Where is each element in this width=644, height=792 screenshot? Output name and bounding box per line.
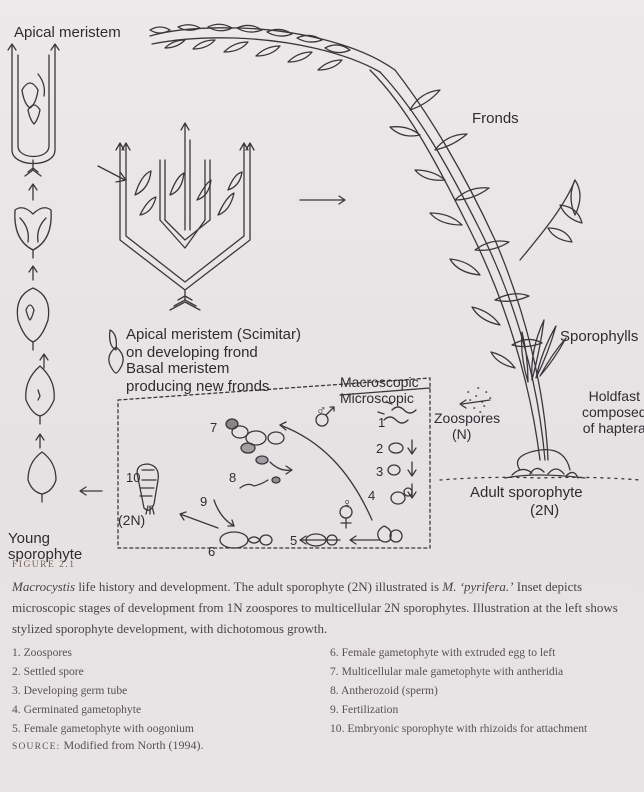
stage-number-10: 10 [126,470,140,485]
embryo-ploidy-label: (2N) [118,512,145,528]
figure-caption: FIGURE 2.1 Macrocystis life history and … [12,560,638,753]
caption-species: M. ‘pyrifera.’ [442,579,513,594]
legend-item-8: 8. Antherozoid (sperm) [330,681,638,700]
caption-text-1: life history and development. The adult … [75,579,442,594]
macroscopic-label: Macroscopic [340,374,419,390]
stage-number-4: 4 [368,488,375,503]
stage-number-7: 7 [210,420,217,435]
basal-legend-line2: producing new fronds [126,378,269,395]
legend-item-9: 9. Fertilization [330,700,638,719]
holdfast-label: Holdfast composed of haptera [582,388,644,436]
stage-number-1: 1 [378,415,385,430]
young-sporophyte-label-line1: Young [8,530,50,547]
legend-item-5: 5. Female gametophyte with oogonium [12,719,330,738]
basal-legend-line1: Basal meristem [126,360,229,377]
male-symbol: ♂ [316,402,327,418]
stage-number-5: 5 [290,533,297,548]
caption-legend: 1. Zoospores 6. Female gametophyte with … [12,643,638,738]
apical-meristem-label: Apical meristem [14,24,121,41]
scimitar-legend-line2: on developing frond [126,344,258,361]
legend-item-7: 7. Multicellular male gametophyte with a… [330,662,638,681]
legend-item-3: 3. Developing germ tube [12,681,330,700]
legend-item-10: 10. Embryonic sporophyte with rhizoids f… [330,719,638,738]
source-line: SOURCE: Modified from North (1994). [12,738,638,753]
zoospores-label: Zoospores [434,410,500,426]
sporophylls-label: Sporophylls [560,328,638,345]
adult-sporophyte-label: Adult sporophyte [470,484,583,501]
microscopic-label: Microscopic [340,390,414,406]
legend-item-1: 1. Zoospores [12,643,330,662]
stage-number-6: 6 [208,544,215,559]
zoospores-ploidy-label: (N) [452,426,471,442]
branched-sporophyte-drawing [98,123,345,310]
figure-number: FIGURE 2.1 [12,560,638,570]
sporophyte-development-column [8,44,102,502]
basal-meristem-icon [109,347,123,373]
fronds-label: Fronds [472,110,519,127]
caption-genus: Macrocystis [12,579,75,594]
kelp-life-cycle-illustration: 1 2 3 4 5 6 7 8 9 10 [0,0,644,560]
legend-item-2: 2. Settled spore [12,662,330,681]
scimitar-legend-line1: Apical meristem (Scimitar) [126,326,301,343]
source-label: SOURCE: [12,742,61,752]
caption-text: Macrocystis life history and development… [12,576,638,639]
stage-number-3: 3 [376,464,383,479]
source-text: Modified from North (1994). [61,738,204,752]
stage-number-2: 2 [376,441,383,456]
stage-number-9: 9 [200,494,207,509]
adult-ploidy-label: (2N) [530,502,559,519]
legend-item-6: 6. Female gametophyte with extruded egg … [330,643,638,662]
female-symbol: ♀ [342,495,353,511]
legend-item-4: 4. Germinated gametophyte [12,700,330,719]
stage-number-8: 8 [229,470,236,485]
